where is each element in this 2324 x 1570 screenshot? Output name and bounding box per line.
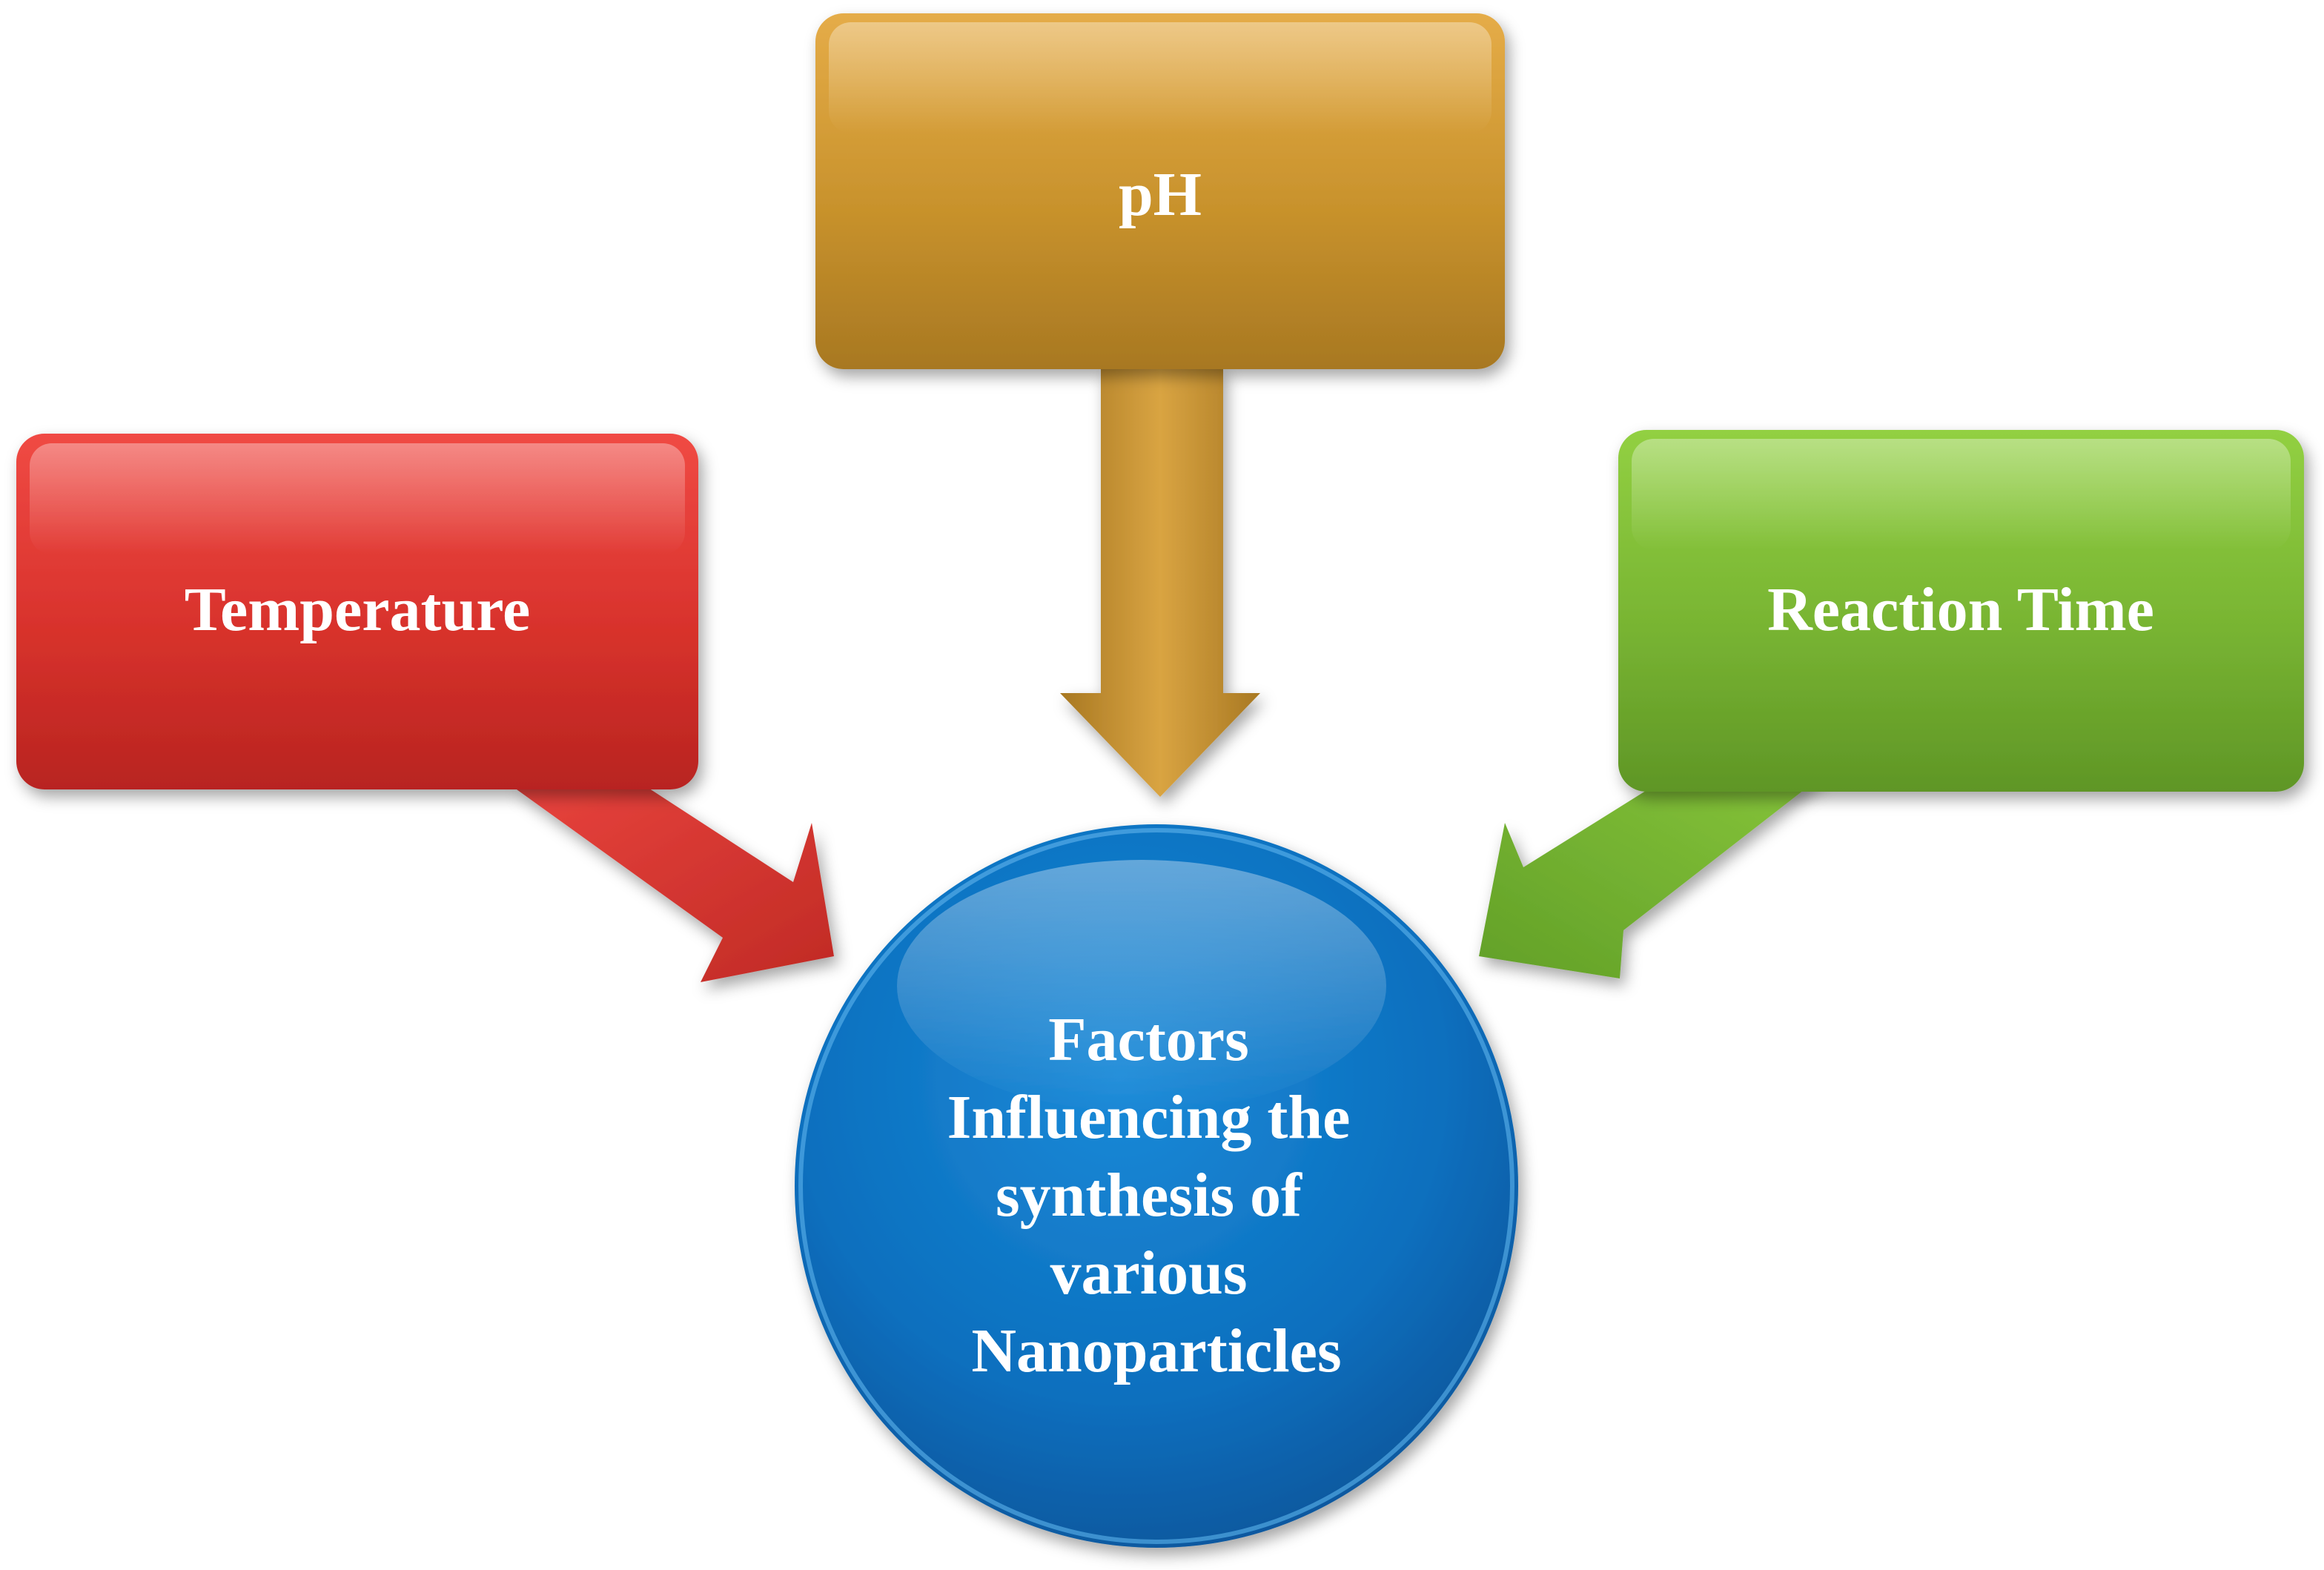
ph-box: pH	[815, 13, 1505, 369]
center-line: Factors	[1048, 1005, 1249, 1074]
center-line: various	[1050, 1239, 1247, 1308]
temperature-box: Temperature	[16, 434, 698, 789]
reaction-time-label: Reaction Time	[1767, 575, 2154, 644]
center-line: Nanoparticles	[971, 1316, 1341, 1385]
center-line: Influencing the	[947, 1083, 1351, 1152]
reaction-time-box: Reaction Time	[1618, 430, 2304, 792]
temperature-arrow	[512, 786, 834, 982]
reaction-time-arrow	[1479, 775, 1824, 978]
center-title: Factors Influencing the synthesis of var…	[947, 1005, 1366, 1385]
center-circle: Factors Influencing the synthesis of var…	[795, 824, 1518, 1548]
ph-label: pH	[1119, 160, 1202, 229]
temperature-label: Temperature	[185, 575, 531, 644]
center-line: synthesis of	[996, 1161, 1302, 1230]
ph-arrow	[1060, 367, 1260, 797]
